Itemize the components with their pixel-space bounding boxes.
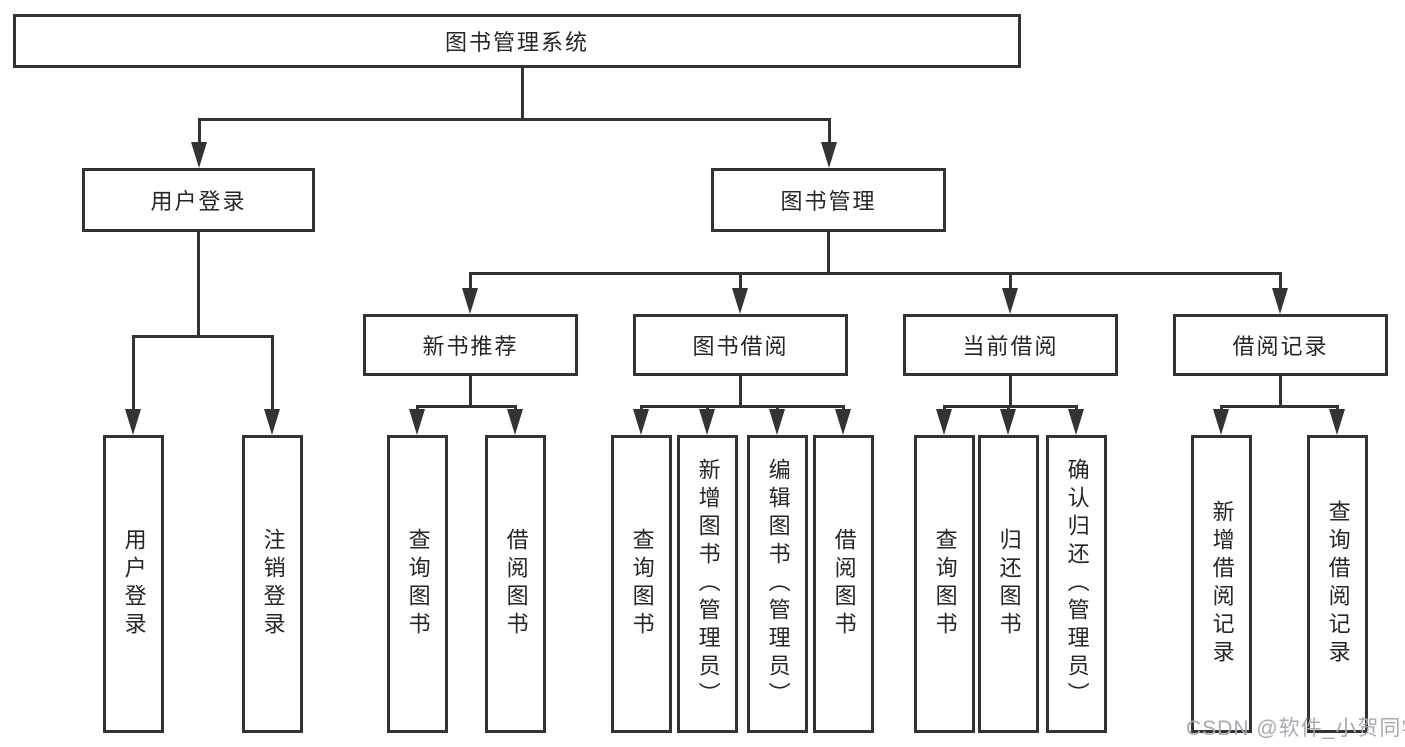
connector-to-group	[469, 272, 472, 292]
connector-to-group	[1009, 272, 1012, 292]
connector-to-user-login	[198, 118, 201, 146]
connector-group-branch	[943, 405, 1078, 408]
leaf-records-add-record: 新增借阅记录	[1191, 435, 1252, 733]
connector-login-trunk	[197, 232, 200, 335]
connector-group-trunk	[469, 376, 472, 407]
leaf-borrow-add-books-admin-label: 新增图书（管理员）	[695, 458, 721, 710]
leaf-current-query-books: 查询图书	[914, 435, 975, 733]
csdn-watermark: CSDN @软件_小贺同学	[1186, 717, 1405, 740]
arrow-down-icon	[1329, 409, 1345, 435]
arrow-down-icon	[936, 409, 952, 435]
node-book-management-label: 图书管理	[780, 189, 877, 214]
node-borrowing-records: 借阅记录	[1173, 314, 1388, 376]
node-current-borrowing: 当前借阅	[903, 314, 1118, 376]
leaf-records-add-record-label: 新增借阅记录	[1209, 500, 1235, 668]
node-book-management: 图书管理	[711, 168, 946, 232]
node-current-borrowing-label: 当前借阅	[962, 334, 1059, 359]
connector-root-branch	[198, 118, 831, 121]
connector-group-branch	[640, 405, 845, 408]
arrow-down-icon	[264, 409, 280, 435]
connector-group-trunk	[1009, 376, 1012, 407]
leaf-recommend-query-books-label: 查询图书	[405, 528, 431, 640]
leaf-current-confirm-return-admin-label: 确认归还（管理员）	[1064, 458, 1090, 710]
node-new-book-recommend: 新书推荐	[363, 314, 578, 376]
leaf-current-return-books: 归还图书	[978, 435, 1039, 733]
node-book-borrowing: 图书借阅	[633, 314, 848, 376]
leaf-records-query-record: 查询借阅记录	[1307, 435, 1368, 733]
node-user-login-label: 用户登录	[150, 189, 247, 214]
arrow-down-icon	[1213, 409, 1229, 435]
connector-group-trunk	[1279, 376, 1282, 407]
leaf-borrow-edit-books-admin: 编辑图书（管理员）	[747, 435, 808, 733]
connector-group-trunk	[739, 376, 742, 407]
leaf-user-login-label: 用户登录	[121, 528, 147, 640]
leaf-logout: 注销登录	[242, 435, 303, 733]
connector-login-branch	[132, 335, 274, 338]
connector-to-leaf	[132, 335, 135, 411]
arrow-down-icon	[1000, 409, 1016, 435]
arrow-down-icon	[1002, 288, 1018, 314]
arrow-down-icon	[769, 409, 785, 435]
connector-mgmt-trunk	[827, 232, 830, 274]
arrow-down-icon	[191, 142, 207, 168]
leaf-logout-label: 注销登录	[260, 528, 286, 640]
leaf-borrow-query-books: 查询图书	[611, 435, 672, 733]
leaf-borrow-borrow-books-label: 借阅图书	[831, 528, 857, 640]
node-book-borrowing-label: 图书借阅	[692, 334, 789, 359]
arrow-down-icon	[125, 409, 141, 435]
arrow-down-icon	[507, 409, 523, 435]
node-user-login: 用户登录	[82, 168, 315, 232]
leaf-current-return-books-label: 归还图书	[996, 528, 1022, 640]
arrow-down-icon	[1272, 288, 1288, 314]
arrow-down-icon	[699, 409, 715, 435]
leaf-borrow-query-books-label: 查询图书	[629, 528, 655, 640]
arrow-down-icon	[633, 409, 649, 435]
leaf-current-confirm-return-admin: 确认归还（管理员）	[1046, 435, 1107, 733]
connector-root-trunk	[521, 68, 524, 118]
arrow-down-icon	[462, 288, 478, 314]
node-new-book-recommend-label: 新书推荐	[422, 334, 519, 359]
connector-to-group	[1279, 272, 1282, 292]
connector-mgmt-branch	[469, 272, 1282, 275]
leaf-recommend-borrow-books: 借阅图书	[485, 435, 546, 733]
leaf-recommend-query-books: 查询图书	[387, 435, 448, 733]
connector-group-branch	[1220, 405, 1339, 408]
connector-to-book-mgmt	[828, 118, 831, 146]
arrow-down-icon	[821, 142, 837, 168]
arrow-down-icon	[732, 288, 748, 314]
connector-group-branch	[416, 405, 517, 408]
node-root: 图书管理系统	[13, 14, 1021, 68]
arrow-down-icon	[835, 409, 851, 435]
leaf-records-query-record-label: 查询借阅记录	[1325, 500, 1351, 668]
connector-to-leaf	[271, 335, 274, 411]
connector-to-group	[739, 272, 742, 292]
leaf-borrow-borrow-books: 借阅图书	[813, 435, 874, 733]
arrow-down-icon	[1068, 409, 1084, 435]
arrow-down-icon	[409, 409, 425, 435]
leaf-user-login: 用户登录	[103, 435, 164, 733]
leaf-borrow-add-books-admin: 新增图书（管理员）	[677, 435, 738, 733]
node-root-label: 图书管理系统	[444, 30, 589, 55]
leaf-recommend-borrow-books-label: 借阅图书	[503, 528, 529, 640]
leaf-current-query-books-label: 查询图书	[932, 528, 958, 640]
node-borrowing-records-label: 借阅记录	[1232, 334, 1329, 359]
leaf-borrow-edit-books-admin-label: 编辑图书（管理员）	[765, 458, 791, 710]
